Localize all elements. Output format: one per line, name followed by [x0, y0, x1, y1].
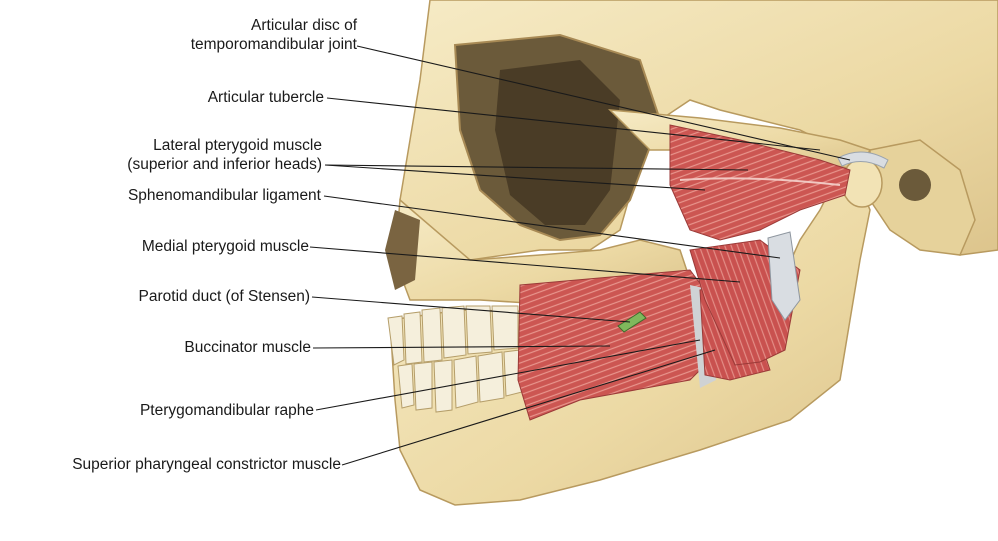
- lower-teeth: [397, 349, 523, 413]
- label-lateral-pterygoid-line1: Lateral pterygoid muscle: [153, 137, 322, 154]
- label-parotid-duct: Parotid duct (of Stensen): [138, 288, 310, 305]
- label-sphenomandibular: Sphenomandibular ligament: [127, 187, 321, 204]
- mandibular-condyle: [841, 158, 883, 208]
- leader-sphenomandibular: [323, 195, 781, 259]
- label-articular-disc-line2: temporomandibular joint: [190, 36, 357, 53]
- leader-constrictor: [341, 349, 716, 466]
- articular-disc: [837, 151, 889, 169]
- label-raphe: Pterygomandibular raphe: [139, 402, 314, 419]
- leader-medial-pterygoid: [309, 246, 741, 283]
- leader-raphe: [315, 339, 701, 411]
- leader-lateral-pterygoid-1: [324, 164, 749, 171]
- leader-parotid-duct: [311, 296, 631, 323]
- label-articular-tubercle: Articular tubercle: [207, 89, 324, 106]
- leader-lateral-pterygoid-2: [324, 164, 706, 191]
- label-buccinator: Buccinator muscle: [184, 339, 311, 356]
- label-articular-disc: Articular disc of temporomandibular join…: [191, 16, 357, 54]
- leader-lines: [309, 45, 851, 466]
- leader-articular-disc: [356, 45, 851, 161]
- upper-teeth: [387, 305, 519, 366]
- label-medial-pterygoid: Medial pterygoid muscle: [141, 238, 309, 255]
- parotid-duct: [617, 311, 647, 333]
- label-constrictor: Superior pharyngeal constrictor muscle: [72, 456, 341, 473]
- leader-buccinator: [312, 345, 611, 349]
- leader-articular-tubercle: [326, 97, 821, 151]
- label-lateral-pterygoid-line2: (superior and inferior heads): [127, 156, 322, 173]
- buccinator-muscle: [517, 269, 706, 421]
- label-articular-disc-line1: Articular disc of: [251, 17, 357, 34]
- sphenomandibular-ligament: [767, 231, 801, 321]
- label-lateral-pterygoid: Lateral pterygoid muscle (superior and i…: [127, 136, 322, 174]
- lateral-pterygoid-muscle: [669, 124, 851, 241]
